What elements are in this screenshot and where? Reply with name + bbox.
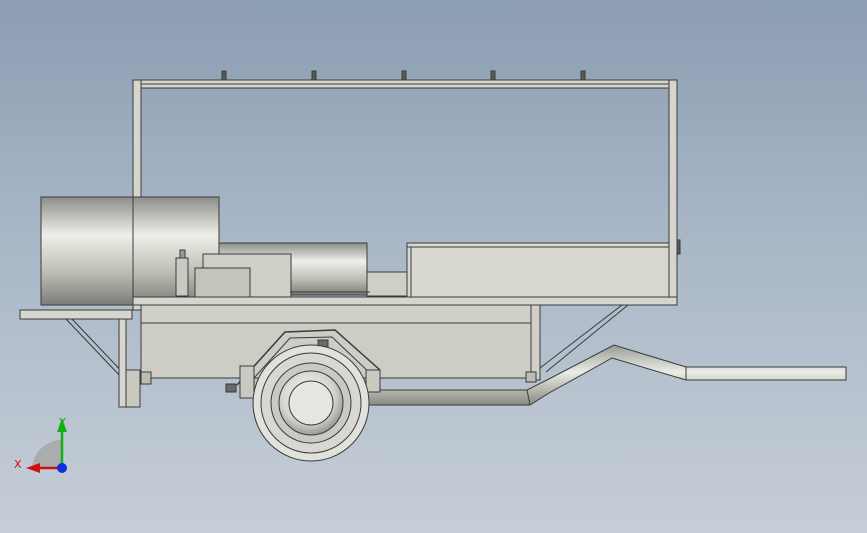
chassis-deck: [132, 296, 678, 385]
triad-plane-indicator: [32, 439, 62, 468]
fan-cylinder: [40, 196, 220, 306]
front-brace: [539, 304, 629, 373]
heater-unit: [175, 242, 408, 298]
y-axis-arrow: [57, 418, 67, 432]
suspension: [225, 329, 381, 399]
storage-box: [406, 242, 670, 298]
front-post: [668, 79, 678, 306]
x-axis-arrow: [26, 463, 40, 473]
x-axis-label: X: [14, 458, 22, 471]
y-axis-label: Y: [58, 416, 66, 429]
rear-post: [132, 79, 142, 311]
rear-shelf: [19, 309, 141, 408]
wheel: [252, 344, 370, 462]
z-axis-dot: [57, 463, 67, 473]
roof-frame: [132, 70, 681, 311]
exhaust-pipe: [364, 344, 847, 406]
roof-studs: [221, 70, 586, 81]
axis-triad: Y X: [14, 416, 67, 473]
